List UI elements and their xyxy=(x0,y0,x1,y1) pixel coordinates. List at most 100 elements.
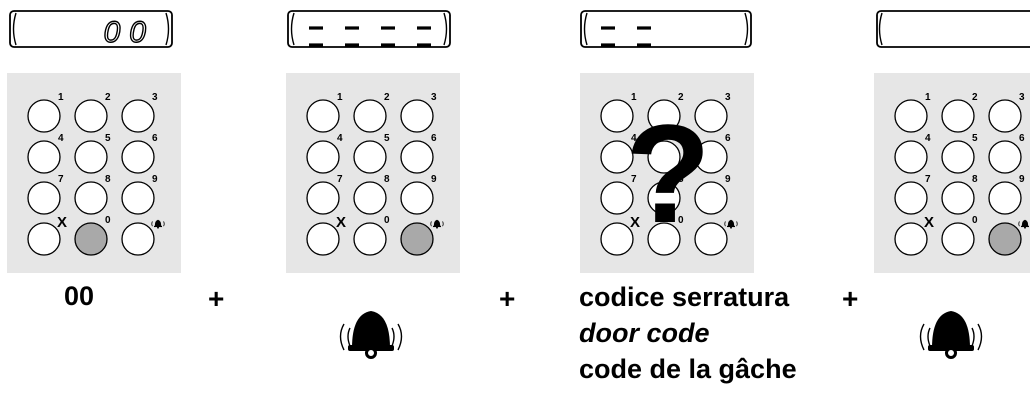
key-label-4: 4 xyxy=(631,133,637,144)
key-label-5: 5 xyxy=(105,133,111,144)
display-2 xyxy=(287,10,451,48)
display-4 xyxy=(876,10,1030,48)
key-6[interactable] xyxy=(400,140,434,174)
key-clear[interactable] xyxy=(306,222,340,256)
plus-sign: + xyxy=(499,283,516,314)
key-label-3: 3 xyxy=(1019,92,1025,103)
door-code-it: codice serratura xyxy=(579,282,790,312)
key-label-clear: X xyxy=(924,214,934,231)
key-label-7: 7 xyxy=(631,174,637,185)
question-mark: ? xyxy=(625,95,711,252)
display-1-text: 00 xyxy=(104,16,155,49)
key-8[interactable] xyxy=(941,181,975,215)
key-label-clear: X xyxy=(630,214,640,231)
key-label-9: 9 xyxy=(431,174,437,185)
key-6[interactable] xyxy=(988,140,1022,174)
key-label-3: 3 xyxy=(152,92,158,103)
key-3[interactable] xyxy=(121,99,155,133)
key-label-9: 9 xyxy=(152,174,158,185)
key-4[interactable] xyxy=(27,140,61,174)
key-5[interactable] xyxy=(74,140,108,174)
key-bell[interactable] xyxy=(400,222,434,256)
bell-icon xyxy=(919,311,983,359)
key-4[interactable] xyxy=(600,140,634,174)
key-label-4: 4 xyxy=(337,133,343,144)
key-4[interactable] xyxy=(894,140,928,174)
key-1[interactable] xyxy=(600,99,634,133)
key-7[interactable] xyxy=(894,181,928,215)
key-label-6: 6 xyxy=(1019,133,1025,144)
key-2[interactable] xyxy=(941,99,975,133)
key-0[interactable] xyxy=(74,222,108,256)
key-label-6: 6 xyxy=(725,133,731,144)
key-5[interactable] xyxy=(941,140,975,174)
key-label-7: 7 xyxy=(58,174,64,185)
key-6[interactable] xyxy=(694,140,728,174)
key-label-8: 8 xyxy=(384,174,390,185)
key-8[interactable] xyxy=(647,181,681,215)
key-1[interactable] xyxy=(306,99,340,133)
key-label-0: 0 xyxy=(972,215,978,226)
key-7[interactable] xyxy=(306,181,340,215)
key-8[interactable] xyxy=(74,181,108,215)
display-3 xyxy=(580,10,752,48)
key-label-7: 7 xyxy=(925,174,931,185)
key-label-5: 5 xyxy=(384,133,390,144)
key-label-8: 8 xyxy=(678,174,684,185)
key-5[interactable] xyxy=(353,140,387,174)
key-4[interactable] xyxy=(306,140,340,174)
key-label-2: 2 xyxy=(105,92,111,103)
key-5[interactable] xyxy=(647,140,681,174)
door-code-fr: code de la gâche xyxy=(579,354,797,384)
key-3[interactable] xyxy=(400,99,434,133)
key-8[interactable] xyxy=(353,181,387,215)
key-bell[interactable] xyxy=(694,222,728,256)
step-1-code-label: 00 xyxy=(64,281,95,311)
key-label-6: 6 xyxy=(431,133,437,144)
key-0[interactable] xyxy=(647,222,681,256)
key-3[interactable] xyxy=(988,99,1022,133)
key-7[interactable] xyxy=(27,181,61,215)
plus-sign: + xyxy=(842,283,859,314)
key-clear[interactable] xyxy=(600,222,634,256)
key-6[interactable] xyxy=(121,140,155,174)
key-bell[interactable] xyxy=(988,222,1022,256)
key-9[interactable] xyxy=(694,181,728,215)
key-label-6: 6 xyxy=(152,133,158,144)
key-label-9: 9 xyxy=(725,174,731,185)
key-2[interactable] xyxy=(647,99,681,133)
key-label-7: 7 xyxy=(337,174,343,185)
key-label-9: 9 xyxy=(1019,174,1025,185)
key-1[interactable] xyxy=(27,99,61,133)
key-label-2: 2 xyxy=(678,92,684,103)
key-bell[interactable] xyxy=(121,222,155,256)
key-clear[interactable] xyxy=(27,222,61,256)
key-9[interactable] xyxy=(400,181,434,215)
display-2-dashes xyxy=(309,26,431,47)
key-label-1: 1 xyxy=(337,92,343,103)
key-7[interactable] xyxy=(600,181,634,215)
display-1: 00 xyxy=(9,10,173,50)
key-9[interactable] xyxy=(121,181,155,215)
key-2[interactable] xyxy=(353,99,387,133)
key-clear[interactable] xyxy=(894,222,928,256)
key-0[interactable] xyxy=(353,222,387,256)
key-label-1: 1 xyxy=(58,92,64,103)
key-label-3: 3 xyxy=(725,92,731,103)
key-label-8: 8 xyxy=(105,174,111,185)
key-3[interactable] xyxy=(694,99,728,133)
key-1[interactable] xyxy=(894,99,928,133)
key-label-0: 0 xyxy=(105,215,111,226)
key-label-5: 5 xyxy=(972,133,978,144)
key-0[interactable] xyxy=(941,222,975,256)
door-code-label: codice serratura door code code de la gâ… xyxy=(579,279,797,387)
key-label-3: 3 xyxy=(431,92,437,103)
door-code-en: door code xyxy=(579,318,710,348)
key-label-1: 1 xyxy=(925,92,931,103)
key-9[interactable] xyxy=(988,181,1022,215)
key-label-2: 2 xyxy=(384,92,390,103)
key-2[interactable] xyxy=(74,99,108,133)
key-label-2: 2 xyxy=(972,92,978,103)
